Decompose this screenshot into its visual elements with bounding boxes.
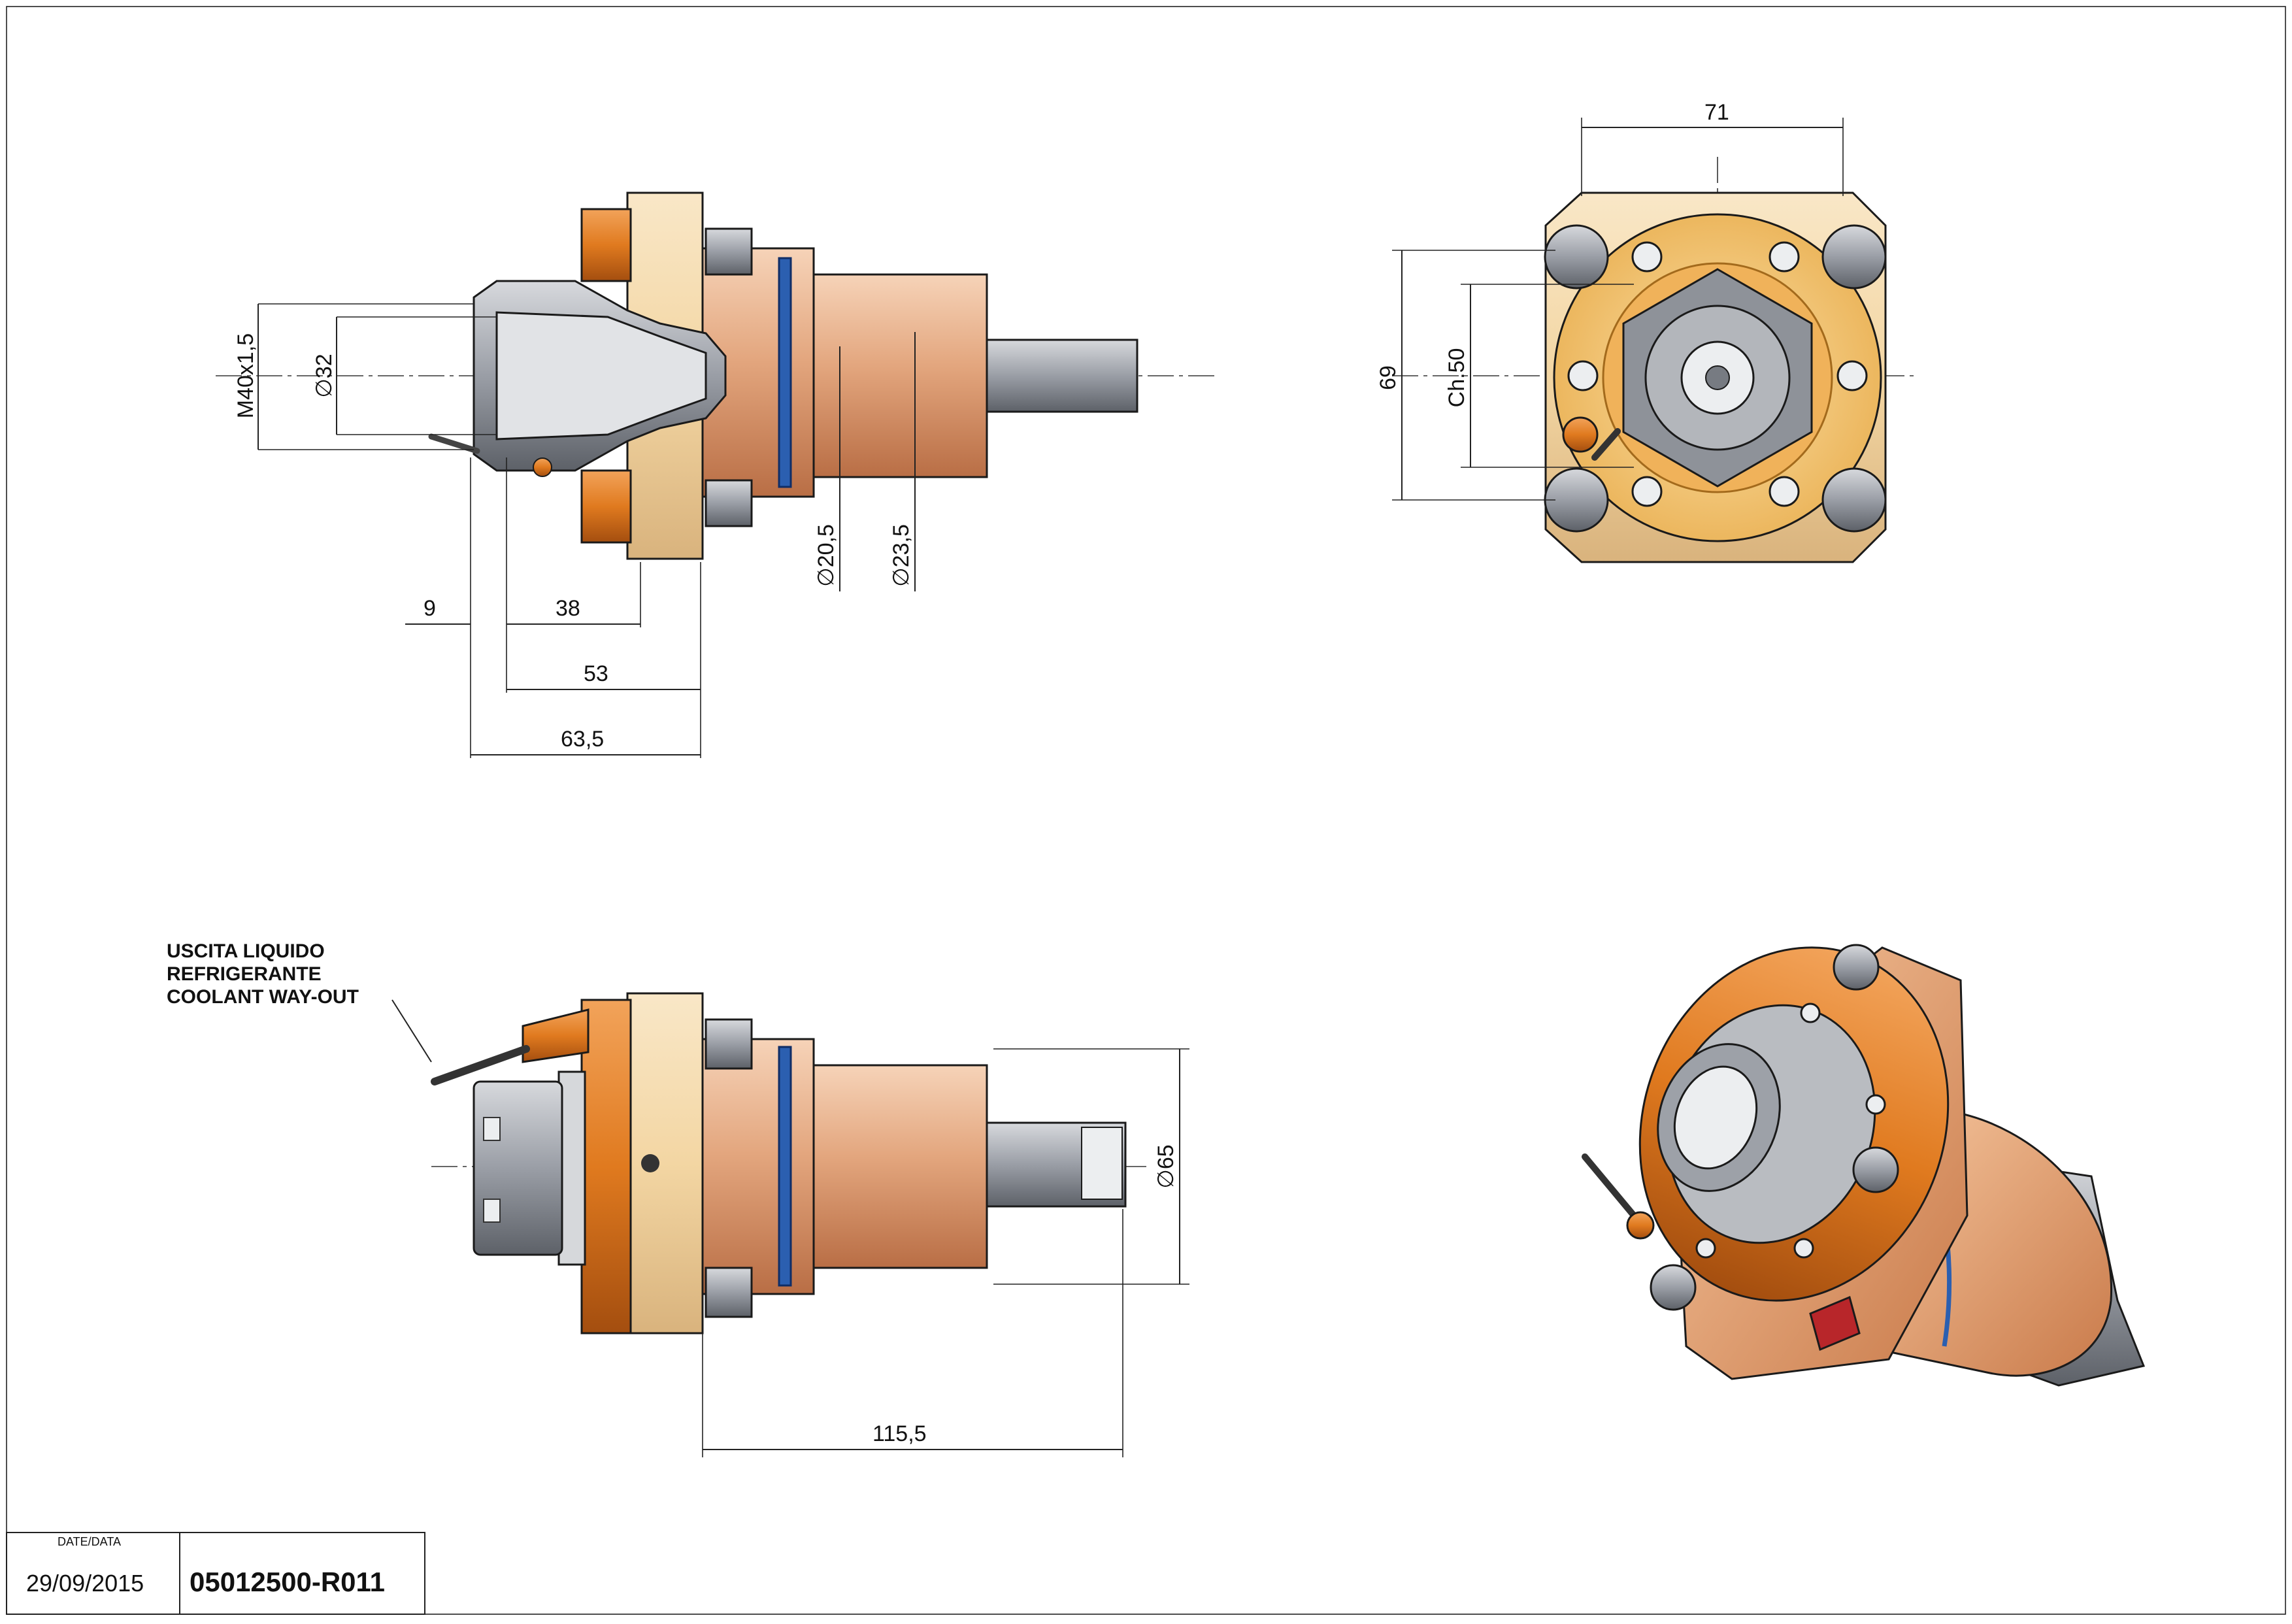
screw-top <box>705 1018 753 1070</box>
screw-bottom <box>705 479 753 527</box>
screw <box>1769 241 1800 273</box>
dim-thread: M40x1,5 <box>233 333 258 418</box>
screw <box>1836 360 1868 391</box>
dim-len-63-5: 63,5 <box>561 727 604 752</box>
coolant-fitting <box>1562 416 1599 453</box>
side-view: USCITA LIQUIDO REFRIGERANTE COOLANT WAY-… <box>167 940 1189 1457</box>
flange <box>626 992 704 1334</box>
screw <box>1631 476 1663 507</box>
collet-nut <box>473 1080 563 1256</box>
screw-bottom <box>705 1267 753 1318</box>
dim-dia-20-5: ∅20,5 <box>814 524 839 587</box>
dim-len-9: 9 <box>424 596 436 621</box>
note-leader <box>391 999 432 1063</box>
sheet-border <box>6 6 2286 1615</box>
iso-red-plug <box>1809 1295 1861 1351</box>
coolant-tube <box>1591 428 1621 461</box>
rear-body <box>809 273 988 478</box>
coolant-pipe <box>428 433 480 454</box>
date-label: DATE/DATA <box>58 1535 121 1548</box>
iso-bolt <box>1852 1146 1899 1193</box>
nut-top <box>580 208 632 282</box>
dim-width-71: 71 <box>1704 100 1729 125</box>
iso-bore <box>1673 1065 1758 1170</box>
iso-screw <box>1695 1238 1716 1259</box>
nut-slot <box>483 1117 501 1141</box>
bolt-tl <box>1544 224 1609 290</box>
date-value: 29/09/2015 <box>26 1570 144 1597</box>
title-block: DATE/DATA 29/09/2015 05012500-R011 <box>6 1532 425 1615</box>
dim-height-69: 69 <box>1376 365 1401 390</box>
iso-screw <box>1800 1003 1821 1023</box>
shaft-key <box>1081 1127 1123 1200</box>
nut-slot <box>483 1199 501 1223</box>
bolt-tr <box>1821 224 1887 290</box>
dim-len-115-5: 115,5 <box>872 1421 927 1446</box>
center-hole <box>1705 365 1730 390</box>
iso-coolant-tube <box>1582 1153 1637 1219</box>
coolant-nozzle <box>533 457 552 477</box>
dim-len-53: 53 <box>584 661 608 686</box>
note-line-3: COOLANT WAY-OUT <box>167 986 359 1008</box>
drawing-code: 05012500-R011 <box>190 1566 385 1597</box>
nut-body <box>580 999 632 1334</box>
dim-dia-65: ∅65 <box>1154 1144 1178 1188</box>
drive-shaft <box>986 339 1138 413</box>
bolt-br <box>1821 467 1887 533</box>
note-line-2: REFRIGERANTE <box>167 963 322 985</box>
nut-bottom <box>580 469 632 544</box>
isometric-view <box>1582 944 2146 1387</box>
mid-body <box>698 1038 815 1295</box>
collet-ring <box>557 1070 586 1266</box>
coolant-port <box>641 1154 659 1172</box>
iso-bolt <box>1650 1264 1697 1311</box>
screw <box>1769 476 1800 507</box>
rear-body <box>809 1064 988 1269</box>
dim-dia-32: ∅32 <box>312 354 337 397</box>
dim-chamfer: Ch.50 <box>1444 348 1469 408</box>
iso-screw <box>1865 1094 1886 1115</box>
front-view: 71 69 Ch.50 <box>1376 100 1915 563</box>
iso-bolt <box>1833 944 1880 991</box>
screw <box>1567 360 1599 391</box>
collet <box>495 311 707 440</box>
o-ring <box>778 257 792 488</box>
iso-screw <box>1793 1238 1814 1259</box>
screw <box>1631 241 1663 273</box>
note-line-1: USCITA LIQUIDO <box>167 940 325 962</box>
iso-coolant-fitting <box>1626 1211 1655 1240</box>
dim-len-38: 38 <box>556 596 580 621</box>
screw-top <box>705 227 753 276</box>
coolant-tube <box>431 1045 530 1085</box>
coolant-fitting <box>522 1008 590 1063</box>
o-ring <box>778 1046 792 1287</box>
dim-dia-23-5: ∅23,5 <box>889 524 914 587</box>
section-view: M40x1,5 ∅32 ∅20,5 ∅23,5 9 38 53 63,5 <box>216 191 1216 758</box>
title-block-frame <box>6 1532 425 1615</box>
